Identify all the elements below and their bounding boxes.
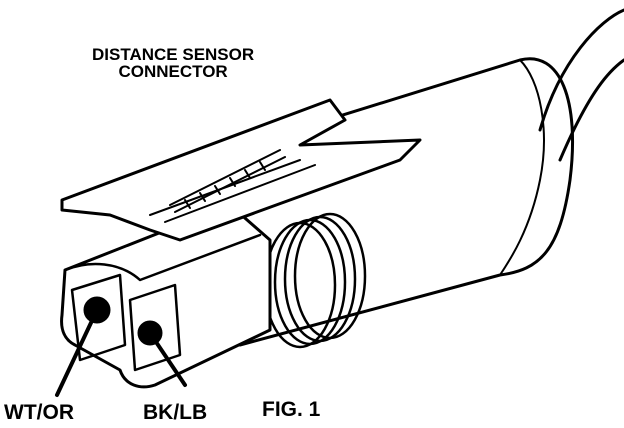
title-line1: DISTANCE SENSOR xyxy=(92,45,255,64)
wire-label-bk-lb: BK/LB xyxy=(143,401,208,424)
figure-label: FIG. 1 xyxy=(262,398,321,421)
connector-title: DISTANCE SENSOR CONNECTOR xyxy=(92,46,254,80)
coil-spring xyxy=(263,212,367,349)
leader-line-bk-lb xyxy=(148,331,187,387)
leader-line-wt-or xyxy=(55,308,99,397)
connector-body xyxy=(228,57,574,347)
wire-label-wt-or: WT/OR xyxy=(4,401,74,424)
cable xyxy=(538,8,624,162)
title-line2: CONNECTOR xyxy=(118,62,228,81)
